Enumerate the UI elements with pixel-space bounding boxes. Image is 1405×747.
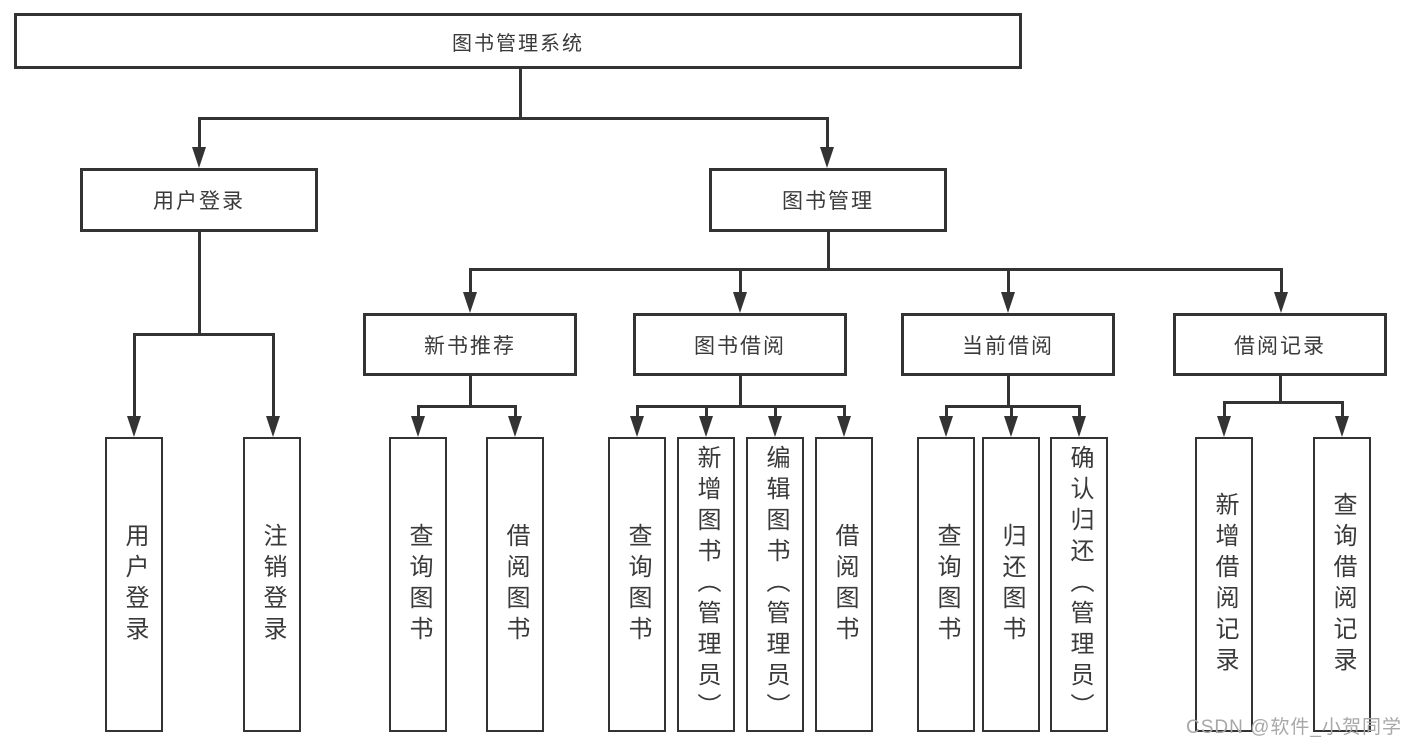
connector-line bbox=[132, 335, 136, 417]
leaf-add-books-admin: 新增图书（管理员） bbox=[677, 437, 735, 732]
node-new-book-recommend-label: 新书推荐 bbox=[424, 334, 516, 358]
connector-line bbox=[1279, 270, 1283, 294]
node-current-borrow-label: 当前借阅 bbox=[962, 334, 1054, 358]
connector-line bbox=[197, 119, 201, 150]
csdn-watermark: CSDN @软件_小贺同学 bbox=[1186, 717, 1402, 738]
connector-line bbox=[197, 232, 201, 335]
connector-line bbox=[826, 232, 830, 270]
connector-line bbox=[1077, 407, 1081, 418]
arrow-down-icon bbox=[819, 147, 834, 168]
arrow-down-icon bbox=[836, 416, 851, 437]
leaf-confirm-return-admin: 确认归还（管理员） bbox=[1050, 437, 1108, 732]
connector-line bbox=[773, 407, 777, 418]
connector-line bbox=[271, 335, 275, 417]
connector-line bbox=[513, 407, 517, 418]
leaf-return-books-label: 归还图书 bbox=[998, 522, 1025, 647]
leaf-logout: 注销登录 bbox=[243, 437, 301, 732]
arrow-down-icon bbox=[1273, 292, 1288, 313]
node-book-borrow-label: 图书借阅 bbox=[694, 334, 786, 358]
node-borrow-records-label: 借阅记录 bbox=[1234, 334, 1326, 358]
connector-line bbox=[416, 404, 517, 408]
arrow-down-icon bbox=[191, 147, 206, 168]
leaf-query-books-current-label: 查询图书 bbox=[933, 522, 960, 647]
connector-line bbox=[1222, 400, 1344, 404]
leaf-query-borrow-record-label: 查询借阅记录 bbox=[1329, 491, 1356, 678]
leaf-borrow-books-recommend-label: 借阅图书 bbox=[502, 522, 529, 647]
node-new-book-recommend: 新书推荐 bbox=[363, 313, 577, 376]
leaf-borrow-books-recommend: 借阅图书 bbox=[486, 437, 544, 732]
connector-line bbox=[197, 116, 829, 120]
arrow-down-icon bbox=[265, 416, 280, 437]
connector-line bbox=[944, 404, 1081, 408]
leaf-query-books-recommend-label: 查询图书 bbox=[405, 522, 432, 647]
connector-line bbox=[468, 267, 1283, 271]
connector-line bbox=[1340, 403, 1344, 418]
node-root: 图书管理系统 bbox=[14, 13, 1022, 69]
connector-line bbox=[1006, 376, 1010, 407]
connector-line bbox=[416, 407, 420, 418]
arrow-down-icon bbox=[462, 292, 477, 313]
arrow-down-icon bbox=[938, 416, 953, 437]
connector-line bbox=[468, 376, 472, 407]
connector-line bbox=[738, 376, 742, 407]
arrow-down-icon bbox=[126, 416, 141, 437]
arrow-down-icon bbox=[1003, 416, 1018, 437]
leaf-add-books-admin-label: 新增图书（管理员） bbox=[693, 445, 720, 724]
connector-line bbox=[704, 407, 708, 418]
leaf-user-login-label: 用户登录 bbox=[121, 522, 148, 647]
leaf-borrow-books-label: 借阅图书 bbox=[831, 522, 858, 647]
leaf-logout-label: 注销登录 bbox=[259, 522, 286, 647]
connector-line bbox=[468, 270, 472, 294]
connector-line bbox=[518, 69, 522, 119]
node-book-management: 图书管理 bbox=[709, 168, 947, 232]
connector-line bbox=[1009, 407, 1013, 418]
leaf-user-login: 用户登录 bbox=[105, 437, 163, 732]
connector-line bbox=[132, 332, 275, 336]
leaf-query-books-borrow-label: 查询图书 bbox=[624, 522, 651, 647]
arrow-down-icon bbox=[1216, 416, 1231, 437]
connector-line bbox=[1222, 403, 1226, 418]
arrow-down-icon bbox=[767, 416, 782, 437]
connector-line bbox=[1278, 376, 1282, 403]
leaf-borrow-books: 借阅图书 bbox=[815, 437, 873, 732]
node-book-borrow: 图书借阅 bbox=[633, 313, 847, 376]
connector-line bbox=[635, 407, 639, 418]
connector-line bbox=[1006, 270, 1010, 294]
connector-line bbox=[635, 404, 846, 408]
leaf-confirm-return-admin-label: 确认归还（管理员） bbox=[1066, 445, 1093, 724]
leaf-edit-books-admin-label: 编辑图书（管理员） bbox=[762, 445, 789, 724]
arrow-down-icon bbox=[410, 416, 425, 437]
leaf-return-books: 归还图书 bbox=[982, 437, 1040, 732]
node-user-login-label: 用户登录 bbox=[153, 190, 245, 213]
leaf-query-books-borrow: 查询图书 bbox=[608, 437, 666, 732]
connector-line bbox=[738, 270, 742, 294]
arrow-down-icon bbox=[1000, 292, 1015, 313]
node-book-management-label: 图书管理 bbox=[782, 190, 874, 213]
leaf-query-borrow-record: 查询借阅记录 bbox=[1313, 437, 1371, 732]
connector-line bbox=[842, 407, 846, 418]
connector-line bbox=[944, 407, 948, 418]
leaf-query-books-current: 查询图书 bbox=[917, 437, 975, 732]
connector-line bbox=[825, 119, 829, 150]
leaf-query-books-recommend: 查询图书 bbox=[389, 437, 447, 732]
node-user-login: 用户登录 bbox=[80, 168, 318, 232]
arrow-down-icon bbox=[732, 292, 747, 313]
arrow-down-icon bbox=[698, 416, 713, 437]
node-current-borrow: 当前借阅 bbox=[901, 313, 1115, 376]
node-root-label: 图书管理系统 bbox=[452, 32, 584, 55]
arrow-down-icon bbox=[507, 416, 522, 437]
arrow-down-icon bbox=[1071, 416, 1086, 437]
leaf-add-borrow-record-label: 新增借阅记录 bbox=[1211, 491, 1238, 678]
arrow-down-icon bbox=[1334, 416, 1349, 437]
leaf-edit-books-admin: 编辑图书（管理员） bbox=[746, 437, 804, 732]
node-borrow-records: 借阅记录 bbox=[1173, 313, 1387, 376]
arrow-down-icon bbox=[629, 416, 644, 437]
leaf-add-borrow-record: 新增借阅记录 bbox=[1195, 437, 1253, 732]
